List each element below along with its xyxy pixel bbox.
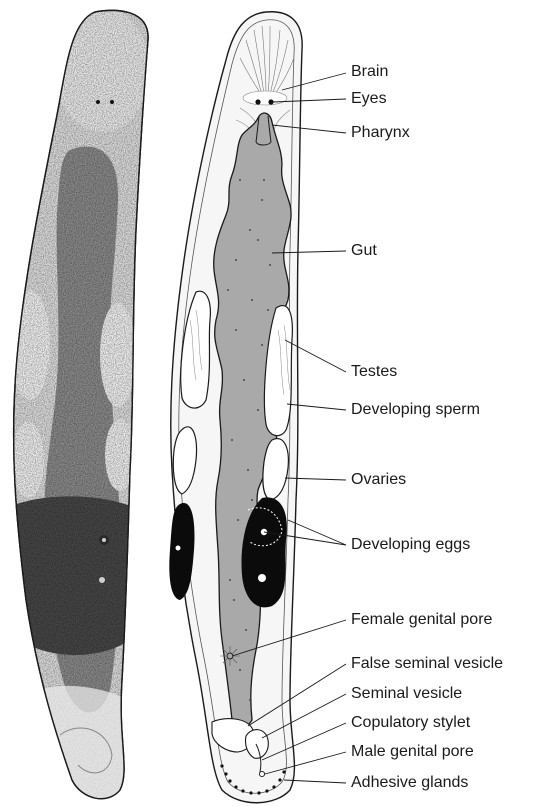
leader-eggs-b [288,520,346,545]
label-copulatory-stylet: Copulatory stylet [351,715,470,731]
label-developing-sperm: Developing sperm [351,402,480,418]
label-adhesive-glands: Adhesive glands [351,775,468,791]
label-seminal-vesicle: Seminal vesicle [351,686,462,702]
label-female-genital-pore: Female genital pore [351,612,492,628]
schematic-worm [169,12,302,803]
label-ovaries: Ovaries [351,472,406,488]
female-genital-pore [220,646,240,666]
label-eyes: Eyes [351,91,387,107]
eye-left [255,99,260,104]
label-pharynx: Pharynx [351,125,410,141]
label-false-seminal-vesicle: False seminal vesicle [351,656,503,672]
label-developing-eggs: Developing eggs [351,537,470,553]
male-genital-pore [259,771,264,776]
label-gut: Gut [351,243,377,259]
label-male-genital-pore: Male genital pore [351,744,474,760]
dorsal-view-worm [0,0,170,806]
label-testes: Testes [351,364,397,380]
brain-organ [243,91,287,105]
eye-right [268,99,273,104]
label-brain: Brain [351,64,388,80]
